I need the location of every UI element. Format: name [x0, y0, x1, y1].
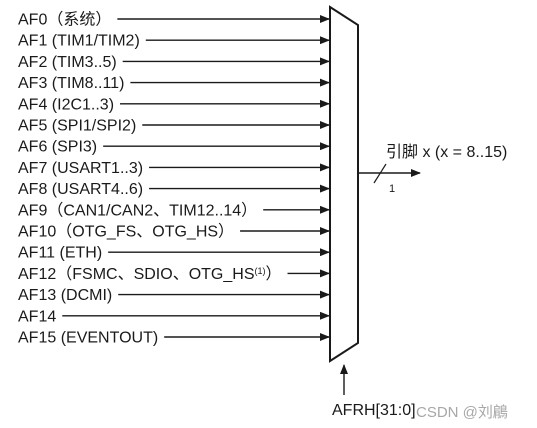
input-label-af1: AF1 (TIM1/TIM2)	[18, 33, 140, 50]
input-name: AF11	[18, 245, 55, 262]
input-label-af8: AF8 (USART4..6)	[18, 181, 143, 198]
input-detail: （FSMC、SDIO、OTG_HS	[56, 265, 254, 283]
input-list: AF0（系统）AF1 (TIM1/TIM2)AF2 (TIM3..5)AF3 (…	[18, 11, 330, 347]
input-label-af4: AF4 (I2C1..3)	[18, 96, 114, 113]
input-footnote-marker: (1)	[255, 266, 266, 276]
input-detail: (ETH)	[55, 245, 102, 262]
watermark: CSDN @刘鵳	[416, 404, 508, 421]
input-detail: (TIM1/TIM2)	[47, 33, 139, 50]
input-label-af5: AF5 (SPI1/SPI2)	[18, 118, 136, 135]
control-label: AFRH[31:0]	[332, 402, 416, 419]
multiplexer-body	[329, 5, 359, 363]
input-name: AF1	[18, 33, 47, 50]
input-detail-tail: ）	[266, 265, 282, 283]
input-detail: (SPI3)	[47, 139, 97, 156]
input-detail: (I2C1..3)	[47, 96, 114, 113]
input-name: AF0	[18, 12, 47, 29]
input-label-af9: AF9（CAN1/CAN2、TIM12..14）	[18, 201, 257, 219]
input-label-af11: AF11 (ETH)	[18, 245, 102, 262]
input-label-af14: AF14	[18, 308, 56, 325]
input-name: AF7	[18, 160, 47, 177]
input-detail: （CAN1/CAN2、TIM12..14）	[47, 201, 257, 219]
input-name: AF6	[18, 139, 47, 156]
input-detail: (TIM3..5)	[47, 54, 116, 71]
input-label-af7: AF7 (USART1..3)	[18, 160, 143, 177]
input-name: AF9	[18, 202, 47, 219]
input-detail: (USART4..6)	[47, 181, 143, 198]
input-name: AF10	[18, 224, 56, 241]
input-name: AF5	[18, 118, 47, 135]
input-detail: (EVENTOUT)	[56, 330, 158, 347]
input-detail: (SPI1/SPI2)	[47, 118, 136, 135]
input-detail: （OTG_FS、OTG_HS）	[56, 223, 234, 241]
input-detail: （系统）	[47, 11, 111, 29]
input-label-af13: AF13 (DCMI)	[18, 287, 112, 304]
input-detail: (TIM8..11)	[47, 75, 124, 92]
input-name: AF13	[18, 287, 56, 304]
output-label: 引脚 x (x = 8..15)	[386, 143, 507, 161]
input-name: AF8	[18, 181, 47, 198]
input-label-af12: AF12（FSMC、SDIO、OTG_HS(1)）	[18, 265, 282, 283]
input-detail: (DCMI)	[56, 287, 112, 304]
input-name: AF4	[18, 96, 47, 113]
input-name: AF3	[18, 75, 47, 92]
input-name: AF2	[18, 54, 47, 71]
input-detail: (USART1..3)	[47, 160, 143, 177]
input-label-af2: AF2 (TIM3..5)	[18, 54, 117, 71]
input-label-af10: AF10（OTG_FS、OTG_HS）	[18, 223, 234, 241]
input-label-af6: AF6 (SPI3)	[18, 139, 97, 156]
input-name: AF15	[18, 330, 56, 347]
input-name: AF14	[18, 308, 56, 325]
bus-slash	[373, 163, 387, 184]
input-name: AF12	[18, 266, 56, 283]
bus-width-label: 1	[389, 183, 395, 195]
input-label-af0: AF0（系统）	[18, 11, 111, 29]
input-label-af3: AF3 (TIM8..11)	[18, 75, 124, 92]
input-label-af15: AF15 (EVENTOUT)	[18, 330, 158, 347]
